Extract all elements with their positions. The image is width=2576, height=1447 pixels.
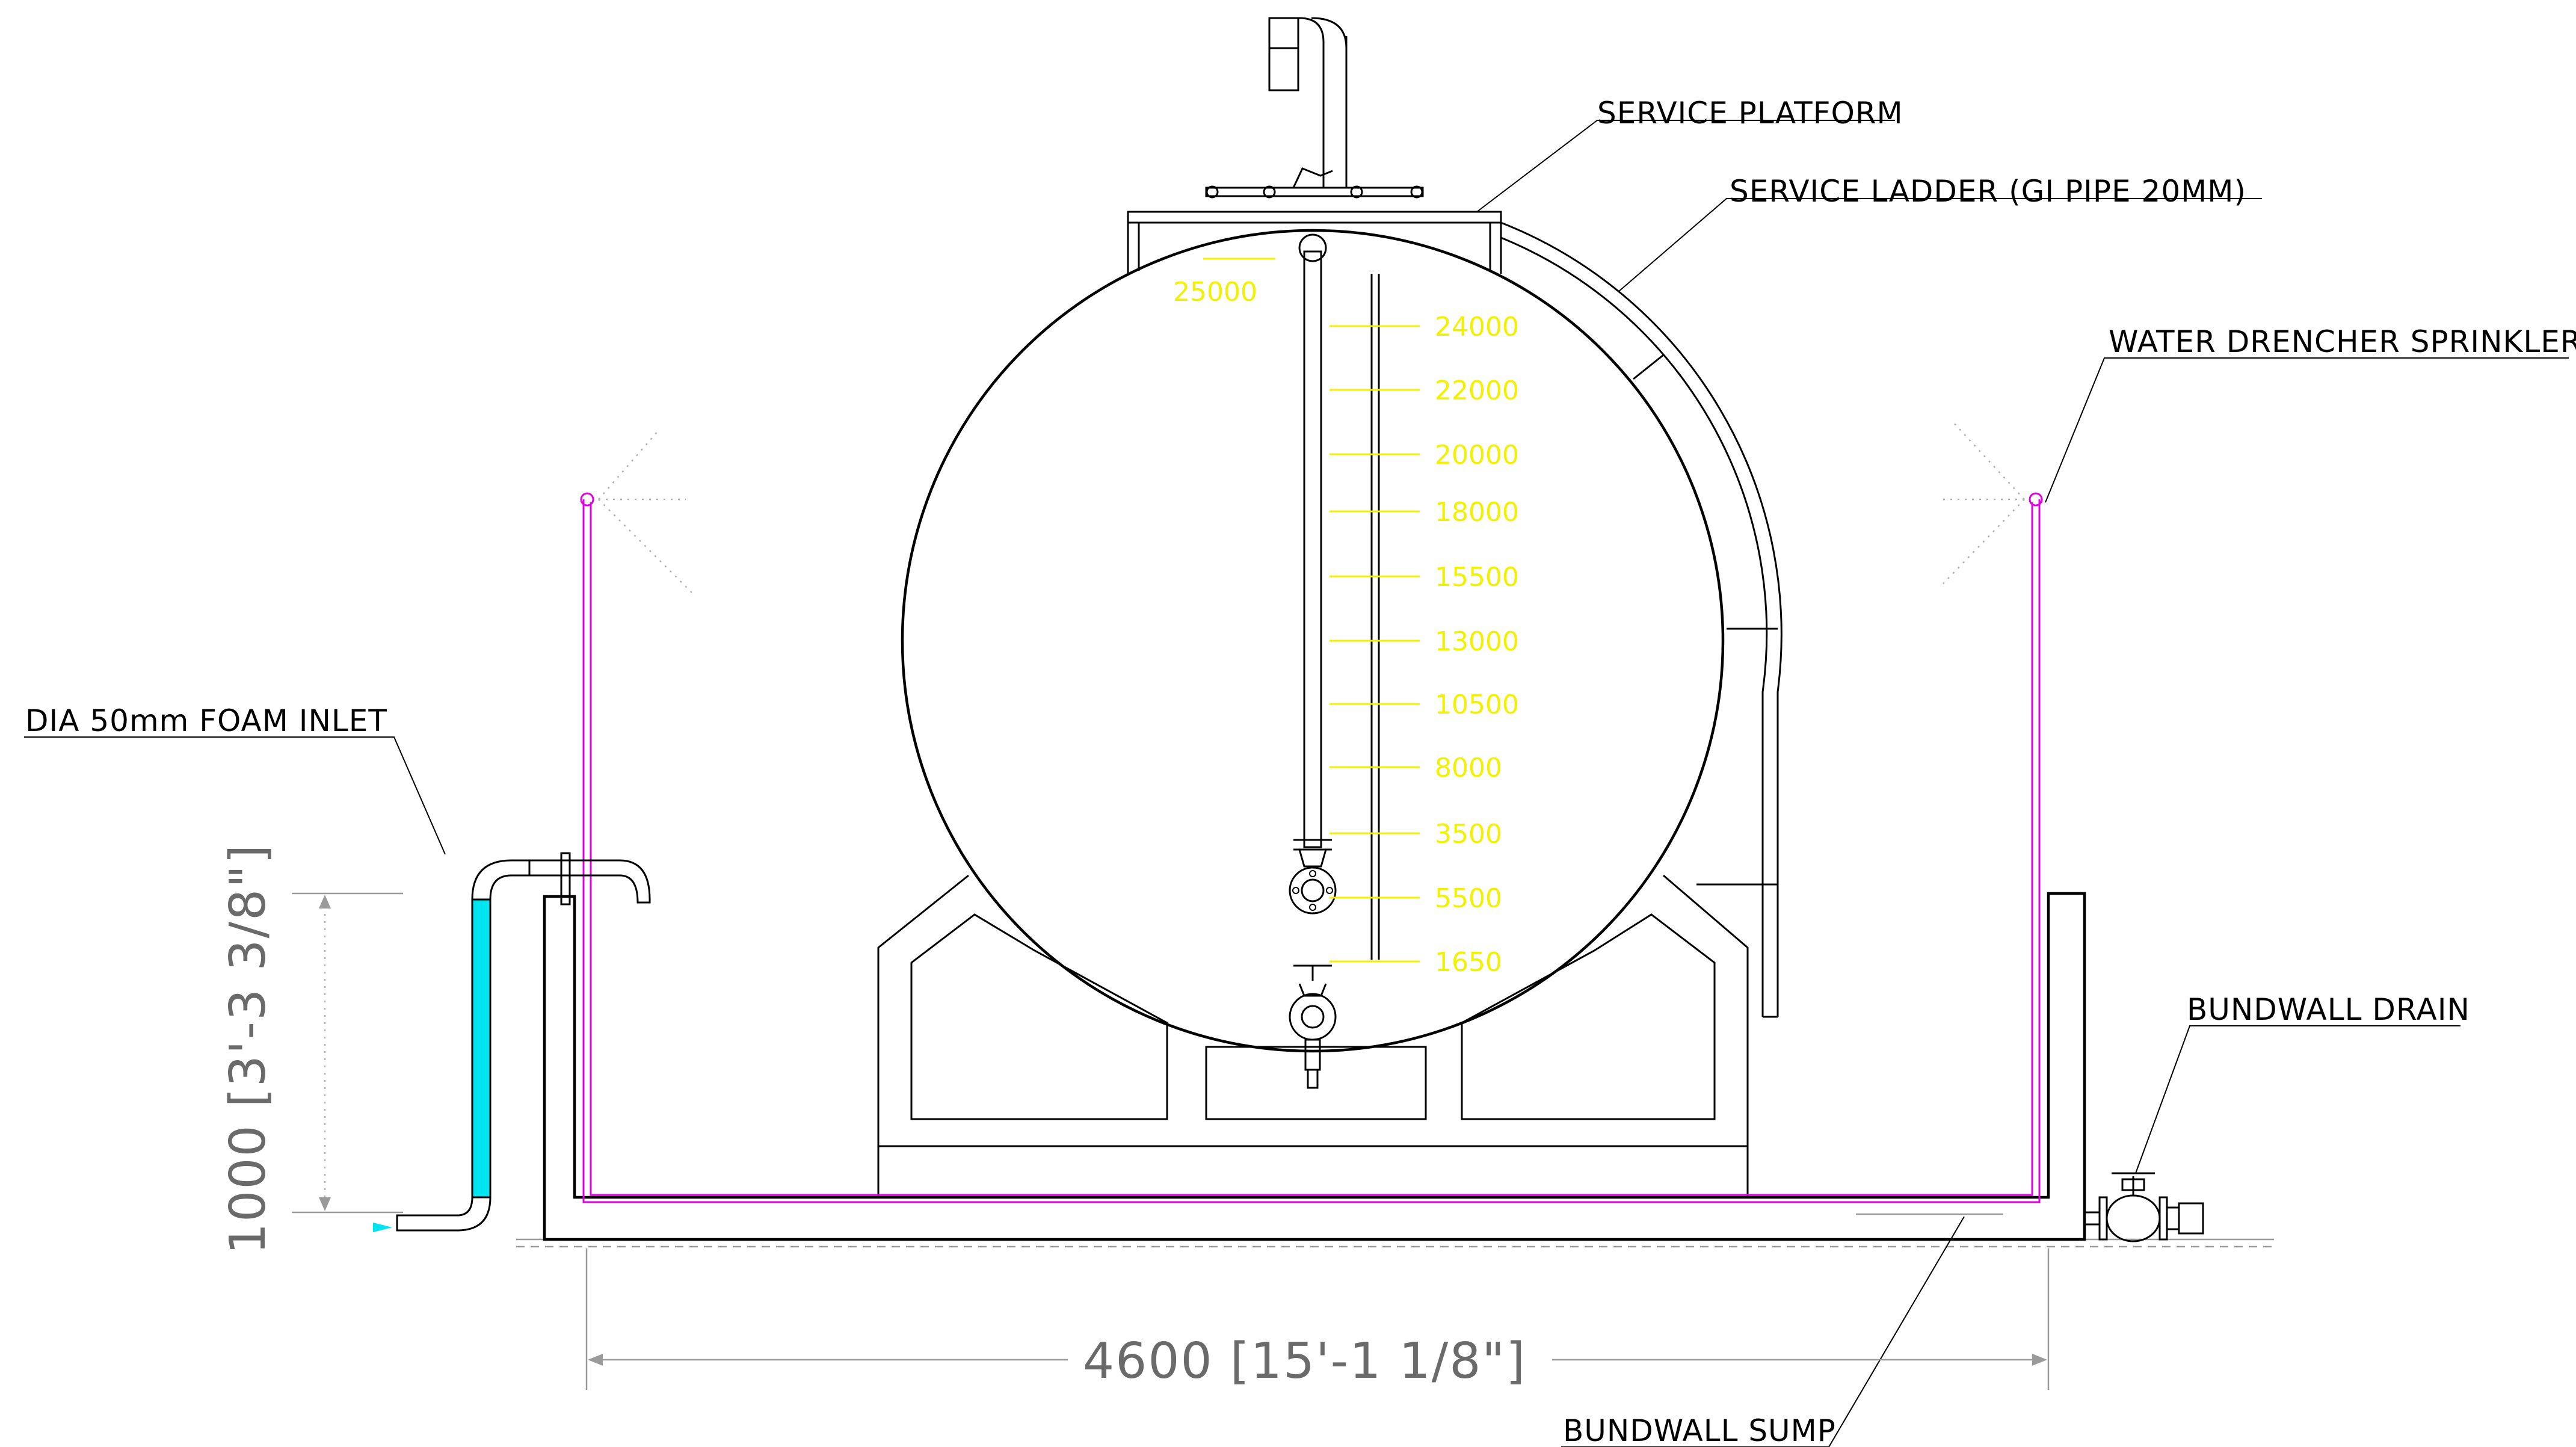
level-mark-label: 18000	[1435, 497, 1519, 528]
dimension-height-text: 1000 [3'-3 3/8"]	[220, 844, 277, 1254]
label-bundwall-drain: BUNDWALL DRAIN	[2187, 992, 2470, 1027]
tank-shell	[901, 229, 1725, 1053]
level-mark-top: 25000	[1173, 277, 1257, 307]
level-mark-label: 3500	[1435, 819, 1502, 850]
label-bundwall-sump: BUNDWALL SUMP	[1563, 1413, 1836, 1447]
level-mark-label: 1650	[1435, 947, 1502, 978]
drain-valve	[1289, 964, 1337, 1089]
label-service-platform: SERVICE PLATFORM	[1597, 96, 1903, 131]
label-service-ladder: SERVICE LADDER (GI PIPE 20MM)	[1730, 174, 2246, 209]
level-scale	[1203, 258, 1420, 963]
level-mark-label: 10500	[1435, 690, 1519, 720]
width-dimension	[585, 1248, 2050, 1390]
level-mark-label: 8000	[1435, 753, 1502, 783]
level-mark-label: 5500	[1435, 883, 1502, 914]
dip-pipe	[1289, 233, 1337, 915]
saddle-supports	[877, 874, 1749, 1197]
spray-pattern-left	[598, 430, 692, 593]
label-water-drencher-sprinkler: WATER DRENCHER SPRINKLER	[2109, 324, 2576, 359]
service-ladder	[1500, 221, 1783, 1018]
vent-pipe	[1268, 17, 1348, 188]
level-mark-label: 22000	[1435, 375, 1519, 406]
level-mark-label: 20000	[1435, 440, 1519, 471]
dimension-width-text: 4600 [15'-1 1/8"]	[1083, 1333, 1526, 1390]
spray-pattern-right	[1940, 421, 2025, 584]
bund-wall	[543, 892, 2086, 1241]
label-foam-inlet: DIA 50mm FOAM INLET	[25, 703, 387, 738]
foam-inlet	[373, 852, 651, 1232]
level-mark-label: 13000	[1435, 626, 1519, 657]
leader-lines	[24, 120, 2569, 1447]
service-platform	[1127, 167, 1502, 274]
height-dimension	[292, 892, 403, 1214]
sprinkler-line	[580, 492, 2043, 1203]
level-mark-label: 15500	[1435, 562, 1519, 593]
level-mark-label: 24000	[1435, 312, 1519, 342]
bundwall-drain-valve	[2085, 1172, 2204, 1242]
